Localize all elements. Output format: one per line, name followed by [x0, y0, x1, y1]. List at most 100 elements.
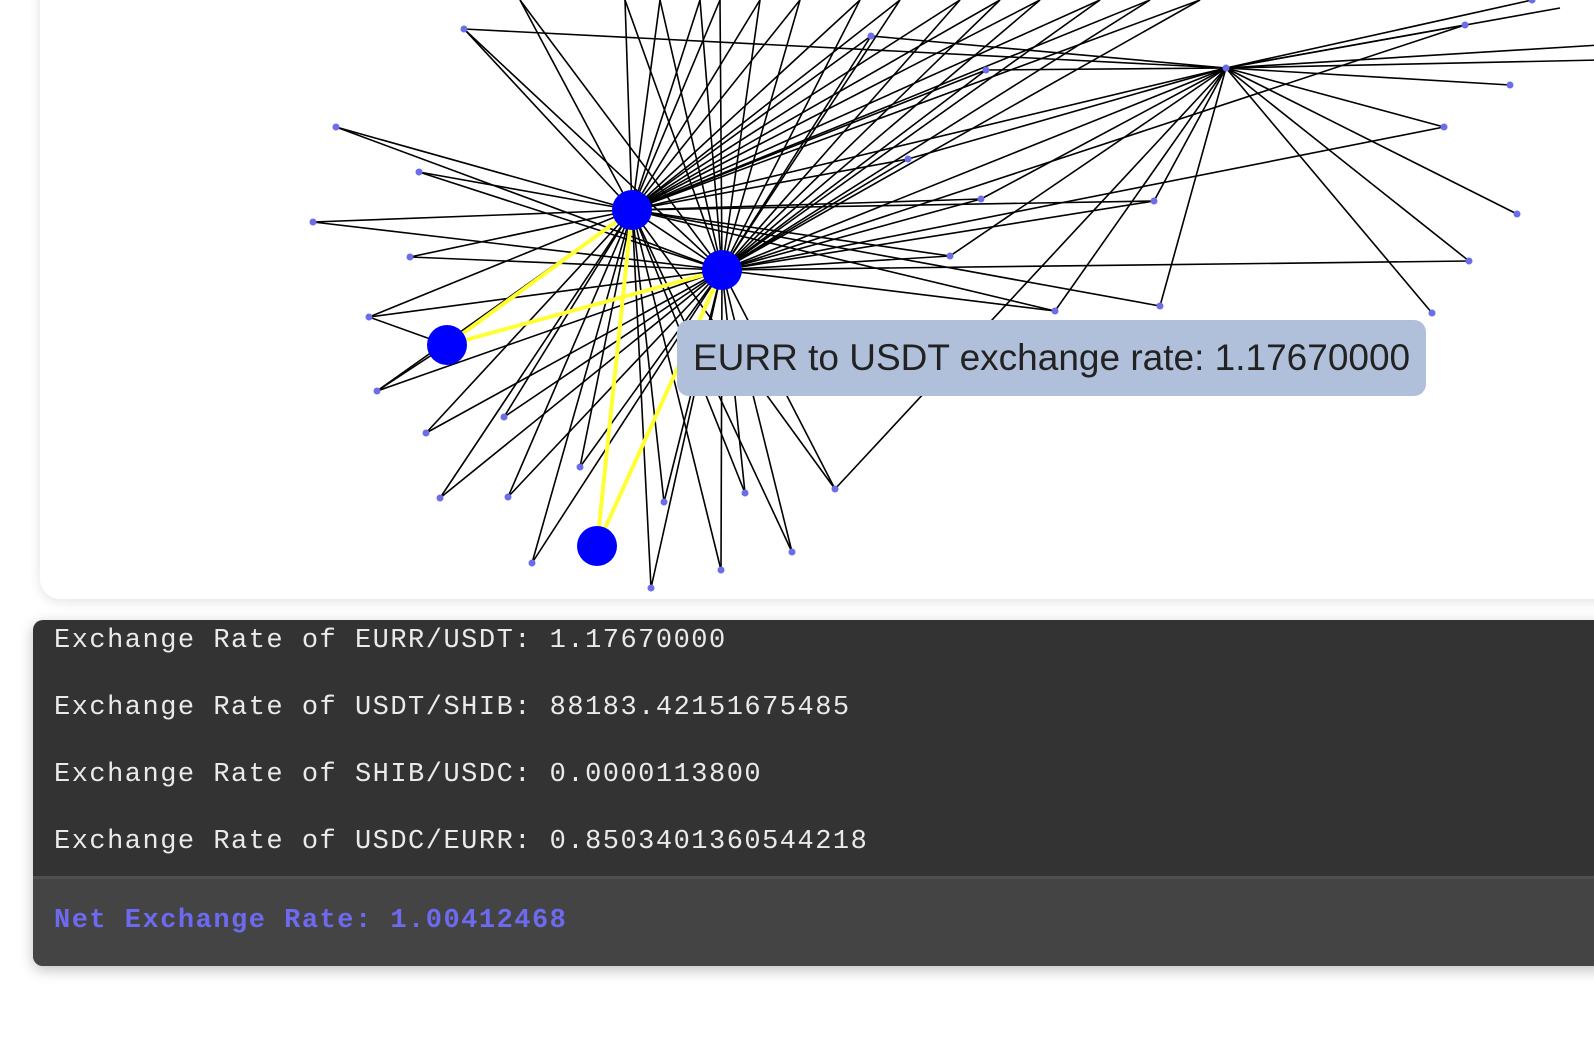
currency-node[interactable] [373, 387, 381, 395]
edge[interactable] [631, 0, 701, 211]
edge[interactable] [631, 209, 652, 589]
currency-node[interactable] [946, 252, 954, 260]
edge[interactable] [721, 0, 901, 271]
edge[interactable] [631, 0, 661, 211]
edge[interactable] [949, 67, 1227, 257]
cycle-edge[interactable] [445, 208, 634, 347]
edge[interactable] [335, 126, 633, 211]
edge[interactable] [463, 28, 633, 211]
edge[interactable] [1225, 0, 1533, 69]
currency-node[interactable] [1528, 0, 1536, 4]
edge[interactable] [631, 209, 665, 503]
edge[interactable] [1225, 67, 1511, 86]
edge[interactable] [631, 0, 861, 211]
currency-node[interactable] [576, 463, 584, 471]
edge[interactable] [418, 171, 633, 211]
currency-node[interactable] [831, 485, 839, 493]
currency-node[interactable] [406, 253, 414, 261]
edge[interactable] [834, 67, 1227, 490]
edge[interactable] [531, 269, 723, 564]
edge[interactable] [721, 158, 909, 271]
edge[interactable] [312, 221, 723, 271]
edge[interactable] [721, 0, 1041, 271]
edge[interactable] [1153, 67, 1227, 202]
edge[interactable] [631, 0, 1201, 211]
currency-node[interactable] [1222, 64, 1230, 72]
edge[interactable] [463, 28, 723, 271]
edge[interactable] [631, 0, 761, 211]
edge[interactable] [439, 209, 633, 499]
currency-node[interactable] [422, 429, 430, 437]
edge[interactable] [721, 269, 793, 553]
currency-node[interactable] [977, 195, 985, 203]
edge[interactable] [631, 67, 1227, 211]
edge[interactable] [312, 209, 633, 223]
edge[interactable] [439, 269, 723, 499]
edge[interactable] [985, 67, 1227, 71]
edge[interactable] [721, 269, 1056, 312]
edge[interactable] [631, 0, 1041, 211]
cycle-node[interactable] [577, 526, 617, 566]
edge[interactable] [1225, 59, 1594, 69]
edge[interactable] [631, 35, 872, 211]
edge[interactable] [531, 209, 633, 564]
edge[interactable] [721, 0, 861, 271]
edge[interactable] [721, 198, 982, 271]
currency-node[interactable] [1428, 309, 1436, 317]
currency-node[interactable] [309, 218, 317, 226]
edge[interactable] [721, 0, 1201, 271]
cycle-node[interactable] [702, 250, 742, 290]
currency-node[interactable] [436, 494, 444, 502]
edge[interactable] [376, 269, 723, 392]
edge[interactable] [721, 0, 1151, 271]
edge[interactable] [1225, 67, 1445, 128]
currency-node[interactable] [1506, 81, 1514, 89]
edge[interactable] [631, 0, 801, 211]
currency-node[interactable] [741, 489, 749, 497]
edge[interactable] [720, 269, 723, 571]
currency-node[interactable] [647, 584, 655, 592]
edge[interactable] [418, 171, 723, 271]
edge[interactable] [631, 0, 901, 211]
currency-node[interactable] [1156, 302, 1164, 310]
edge[interactable] [721, 260, 1470, 271]
edge[interactable] [721, 0, 761, 271]
cycle-node[interactable] [612, 190, 652, 230]
edge[interactable] [409, 209, 633, 258]
edge[interactable] [721, 200, 1155, 271]
edge[interactable] [507, 209, 633, 498]
currency-node[interactable] [504, 493, 512, 501]
cycle-edge[interactable] [595, 209, 634, 547]
edge[interactable] [870, 35, 1227, 69]
edge[interactable] [631, 209, 1161, 307]
currency-node[interactable] [1465, 257, 1473, 265]
edge[interactable] [368, 269, 723, 318]
edge[interactable] [719, 0, 723, 271]
edge[interactable] [721, 126, 1445, 271]
edge[interactable] [631, 209, 951, 257]
currency-node[interactable] [1150, 197, 1158, 205]
edge[interactable] [1225, 44, 1594, 69]
currency-network-graph[interactable] [40, 0, 1594, 599]
edge[interactable] [631, 0, 961, 211]
currency-node[interactable] [500, 413, 508, 421]
edge[interactable] [631, 209, 1056, 312]
edge[interactable] [631, 209, 722, 571]
currency-node[interactable] [365, 313, 373, 321]
edge[interactable] [721, 67, 1227, 271]
edge[interactable] [624, 0, 723, 271]
currency-node[interactable] [717, 566, 725, 574]
cycle-node[interactable] [427, 325, 467, 365]
currency-node[interactable] [982, 66, 990, 74]
edge[interactable] [631, 0, 1151, 211]
edge[interactable] [699, 0, 723, 271]
edge[interactable] [631, 0, 1101, 211]
edge[interactable] [631, 200, 1155, 211]
currency-node[interactable] [1440, 123, 1448, 131]
edge[interactable] [519, 0, 633, 211]
edge[interactable] [624, 0, 633, 211]
currency-node[interactable] [528, 559, 536, 567]
edge[interactable] [519, 0, 723, 271]
edge[interactable] [1054, 67, 1227, 312]
cycle-edge[interactable] [595, 269, 724, 547]
